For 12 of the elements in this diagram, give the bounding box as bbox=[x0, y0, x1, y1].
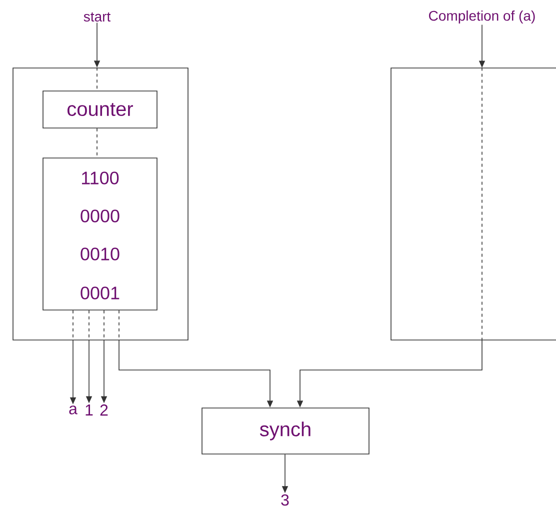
connector-line bbox=[96, 128, 98, 158]
input-label: Completion of (a) bbox=[429, 10, 535, 24]
output-label: 2 bbox=[100, 404, 108, 416]
output-label: 3 bbox=[281, 494, 289, 506]
input-label: start bbox=[84, 12, 111, 22]
synch-box: synch bbox=[202, 408, 370, 454]
module-box bbox=[390, 68, 556, 340]
output-label: 1 bbox=[86, 404, 93, 416]
register-box: 1100 0000 0010 0001 bbox=[42, 158, 158, 310]
output-label: a bbox=[69, 406, 78, 414]
counter-box: counter bbox=[42, 90, 158, 128]
connector-line bbox=[96, 67, 98, 91]
